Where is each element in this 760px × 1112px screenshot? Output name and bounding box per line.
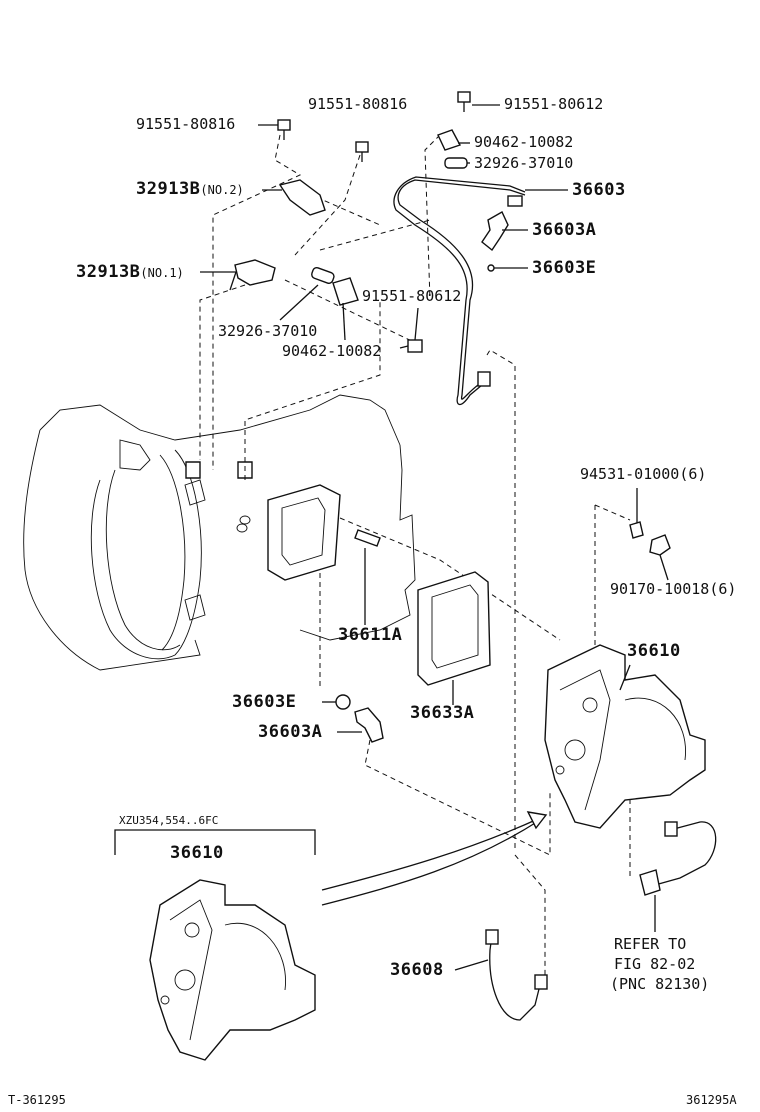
label-91551-80612-top: 91551-80612 [504, 95, 604, 113]
label-32913B-no1-suffix: (NO.1) [140, 266, 184, 280]
label-36603: 36603 [572, 180, 626, 200]
bolt-91551-80612-top [457, 91, 471, 112]
bolt-91551-80612-mid [399, 339, 423, 353]
label-32913B-no2: 32913B(NO.2) [136, 181, 244, 198]
pto-unit-36610-inset [149, 879, 316, 1061]
label-36603A-bottom: 36603A [258, 722, 323, 742]
cushion-32926-37010-mid [311, 266, 335, 284]
bracket-32913B-no2 [278, 179, 326, 216]
clamp-90462-10082-mid [332, 277, 359, 306]
label-36603A-top: 36603A [532, 220, 597, 240]
gasket-36633A [417, 571, 491, 686]
transmission-housing [23, 394, 416, 671]
pipe-36608 [485, 929, 548, 1021]
cushion-32926-37010-top [444, 157, 468, 169]
union-36603A-bottom [354, 707, 384, 743]
label-32926-37010-mid: 32926-37010 [218, 322, 318, 340]
label-32913B-no2-suffix: (NO.2) [200, 183, 244, 197]
label-32926-37010-top: 32926-37010 [474, 154, 574, 172]
inset-bracket [114, 829, 316, 855]
union-36603A-top [481, 211, 509, 252]
label-refer-line2: FIG 82-02 [614, 955, 696, 973]
label-36608: 36608 [390, 960, 444, 980]
label-32913B-no1-code: 32913B [76, 262, 141, 282]
label-32913B-no1: 32913B(NO.1) [76, 264, 184, 281]
label-36610-right: 36610 [627, 641, 681, 661]
label-36603E-bottom: 36603E [232, 692, 297, 712]
label-xzu-note: XZU354,554..6FC [119, 814, 219, 827]
gasket-36603E-bottom [335, 694, 351, 710]
label-91551-80816-top: 91551-80816 [308, 95, 408, 113]
inset-arrow [321, 811, 548, 906]
label-36610-inset: 36610 [170, 843, 224, 863]
label-91551-80816-left: 91551-80816 [136, 115, 236, 133]
label-32913B-no2-code: 32913B [136, 179, 201, 199]
bolt-91551-80816-top [355, 141, 369, 162]
pto-unit-36610 [544, 644, 706, 829]
label-90462-10082-mid: 90462-10082 [282, 342, 382, 360]
gasket-36603E-top [487, 264, 495, 272]
pto-opening-plate [267, 484, 341, 581]
pipe-36603 [393, 176, 526, 406]
label-91551-80612-mid: 91551-80612 [362, 287, 462, 305]
footer-right-code: 361295A [686, 1093, 737, 1107]
label-refer-line3: (PNC 82130) [610, 975, 710, 993]
sensor-harness [639, 821, 717, 896]
washer-94531-01000 [629, 521, 644, 539]
clamp-90462-10082-top [437, 129, 462, 151]
nut-90170-10018 [649, 534, 671, 556]
label-36603E-top: 36603E [532, 258, 597, 278]
footer-left-code: T-361295 [8, 1093, 66, 1107]
leader-lines [200, 104, 669, 971]
label-90170-10018: 90170-10018(6) [610, 580, 737, 598]
stud-36611A [354, 529, 381, 547]
bracket-32913B-no1 [234, 259, 276, 286]
label-36633A: 36633A [410, 703, 475, 723]
label-36611A: 36611A [338, 625, 403, 645]
label-refer-line1: REFER TO [614, 935, 687, 953]
label-94531-01000: 94531-01000(6) [580, 465, 707, 483]
label-90462-10082-top: 90462-10082 [474, 133, 574, 151]
